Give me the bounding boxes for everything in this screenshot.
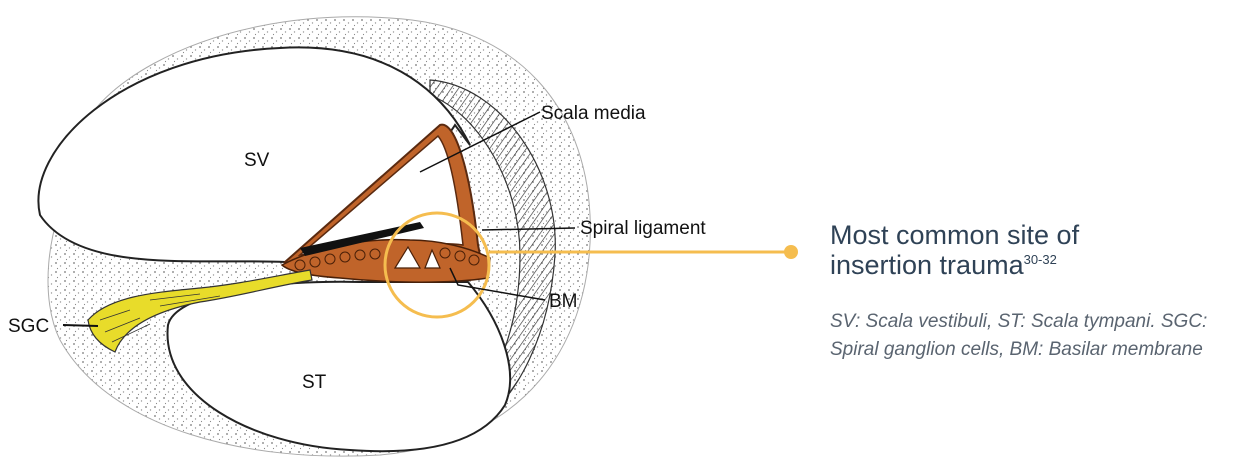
callout-title-line1: Most common site of (830, 220, 1079, 250)
st-label: ST (302, 372, 327, 393)
cochlea-cross-section-diagram: SV ST SGC Scala media Spiral ligament BM (0, 0, 800, 467)
sgc-leader-line (63, 325, 98, 326)
callout-panel: Most common site of insertion trauma30-3… (830, 220, 1250, 364)
sgc-label: SGC (8, 316, 49, 337)
sv-label: SV (244, 150, 270, 171)
callout-title: Most common site of insertion trauma30-3… (830, 220, 1250, 280)
scala-media-label: Scala media (541, 103, 646, 124)
bm-label: BM (549, 291, 578, 312)
callout-title-line2: insertion trauma (830, 250, 1024, 280)
callout-title-superscript: 30-32 (1024, 252, 1057, 267)
callout-connector-dot (784, 245, 798, 259)
callout-caption: SV: Scala vestibuli, ST: Scala tympani. … (830, 308, 1250, 364)
spiral-ligament-label: Spiral ligament (580, 218, 706, 239)
